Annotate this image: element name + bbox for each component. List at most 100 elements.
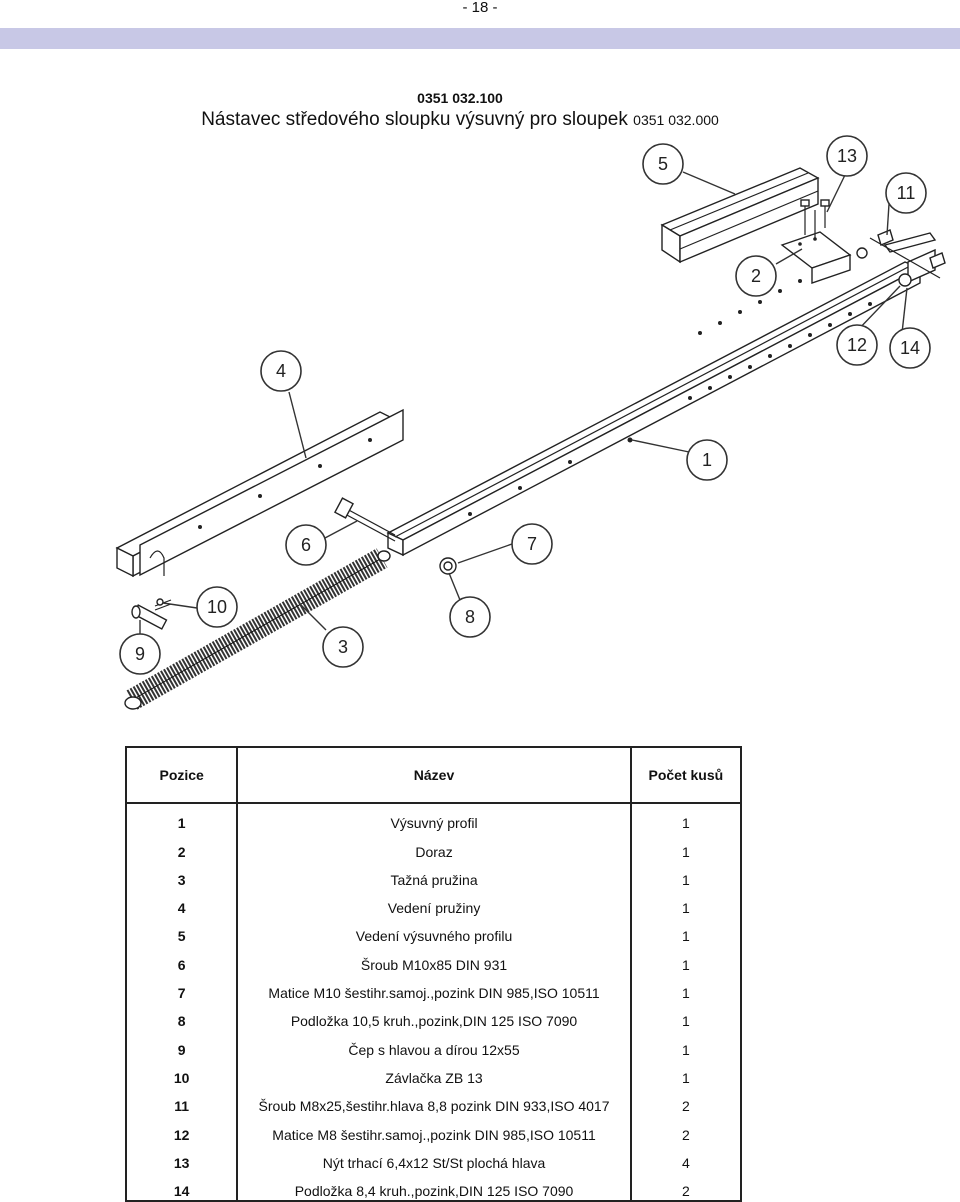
cell-position: 12: [124, 1115, 239, 1144]
cell-quantity: 1: [629, 1030, 743, 1059]
svg-text:14: 14: [900, 338, 920, 358]
extendable-profile: [386, 232, 941, 557]
cell-position: 14: [124, 1171, 239, 1202]
stop-bracket: [780, 231, 852, 284]
profile-guide: [660, 167, 820, 264]
cell-position: 13: [124, 1143, 239, 1172]
cell-position: 6: [124, 945, 239, 974]
callout-8: 8: [449, 596, 491, 638]
callout-12: 12: [836, 324, 878, 366]
callout-10: 10: [196, 586, 238, 628]
cell-name: Doraz: [236, 832, 632, 861]
cell-name: Šroub M10x85 DIN 931: [236, 945, 632, 974]
drawing-title-code: 0351 032.000: [633, 112, 719, 128]
cell-position: 10: [124, 1058, 239, 1087]
callout-4: 4: [260, 350, 302, 392]
callout-7: 7: [511, 523, 553, 565]
cell-name: Nýt trhací 6,4x12 St/St plochá hlava: [236, 1143, 632, 1172]
cell-position: 5: [124, 917, 239, 946]
callout-3: 3: [322, 626, 364, 668]
cell-name: Vedení pružiny: [236, 888, 632, 918]
drawing-title-main: Nástavec středového sloupku výsuvný pro …: [201, 109, 628, 130]
cell-position: 9: [124, 1030, 239, 1059]
spring-guide: [115, 408, 404, 578]
cell-quantity: 1: [629, 973, 743, 1003]
cell-name: Podložka 8,4 kruh.,pozink,DIN 125 ISO 70…: [236, 1171, 632, 1202]
end-bolts: [856, 229, 946, 287]
cell-name: Výsuvný profil: [236, 803, 632, 833]
callout-11: 11: [885, 172, 927, 214]
svg-text:4: 4: [276, 361, 286, 381]
svg-text:2: 2: [751, 266, 761, 286]
cell-quantity: 1: [629, 888, 743, 918]
svg-text:6: 6: [301, 535, 311, 555]
cell-position: 8: [124, 1002, 239, 1031]
tension-spring: [124, 548, 391, 710]
leader-lines: [139, 171, 908, 635]
cell-position: 2: [124, 832, 239, 861]
cell-name: Matice M8 šestihr.samoj.,pozink DIN 985,…: [236, 1115, 632, 1144]
drawing-title: Nástavec středového sloupku výsuvný pro …: [0, 109, 920, 131]
cell-position: 3: [124, 860, 239, 889]
svg-text:7: 7: [527, 534, 537, 554]
cell-name: Čep s hlavou a dírou 12x55: [236, 1030, 632, 1059]
header-position: Pozice: [124, 747, 239, 804]
callout-1: 1: [686, 439, 728, 481]
cell-quantity: 2: [629, 1115, 743, 1144]
svg-text:3: 3: [338, 637, 348, 657]
svg-text:13: 13: [837, 146, 857, 166]
cell-quantity: 4: [629, 1143, 743, 1172]
cell-quantity: 1: [629, 1002, 743, 1031]
cell-quantity: 2: [629, 1171, 743, 1202]
cell-quantity: 1: [629, 803, 743, 833]
svg-text:9: 9: [135, 644, 145, 664]
cell-quantity: 1: [629, 945, 743, 974]
callout-13: 13: [826, 135, 868, 177]
svg-text:10: 10: [207, 597, 227, 617]
header-name: Název: [236, 747, 632, 804]
svg-text:11: 11: [897, 183, 916, 203]
drawing-code: 0351 032.100: [417, 90, 503, 106]
cell-position: 1: [124, 803, 239, 833]
svg-text:8: 8: [465, 607, 475, 627]
cell-name: Šroub M8x25,šestihr.hlava 8,8 pozink DIN…: [236, 1086, 632, 1116]
cell-quantity: 2: [629, 1086, 743, 1116]
callout-5: 5: [642, 143, 684, 185]
cell-position: 4: [124, 888, 239, 918]
parts-table-header: Pozice Název Počet kusů: [124, 747, 743, 804]
callout-6: 6: [285, 524, 327, 566]
bolt-m10: [333, 497, 396, 542]
assembly-drawing: 5 13 11 2 12 14 4 1 6 7 10 8 3 9: [115, 135, 946, 710]
cell-name: Vedení výsuvného profilu: [236, 917, 632, 946]
cell-name: Tažná pružina: [236, 860, 632, 889]
cell-quantity: 1: [629, 1058, 743, 1087]
header-quantity: Počet kusů: [629, 747, 743, 804]
header-band: [0, 28, 960, 49]
cell-position: 11: [124, 1086, 239, 1116]
cell-name: Matice M10 šestihr.samoj.,pozink DIN 985…: [236, 973, 632, 1003]
svg-text:5: 5: [658, 154, 668, 174]
cell-quantity: 1: [629, 917, 743, 946]
nut-washer: [439, 557, 457, 575]
callout-9: 9: [119, 633, 161, 675]
rivets: [800, 199, 830, 240]
cell-position: 7: [124, 973, 239, 1003]
cell-name: Podložka 10,5 kruh.,pozink,DIN 125 ISO 7…: [236, 1002, 632, 1031]
pin-and-split-pin: [131, 598, 172, 630]
cell-quantity: 1: [629, 832, 743, 861]
svg-text:1: 1: [702, 450, 712, 470]
